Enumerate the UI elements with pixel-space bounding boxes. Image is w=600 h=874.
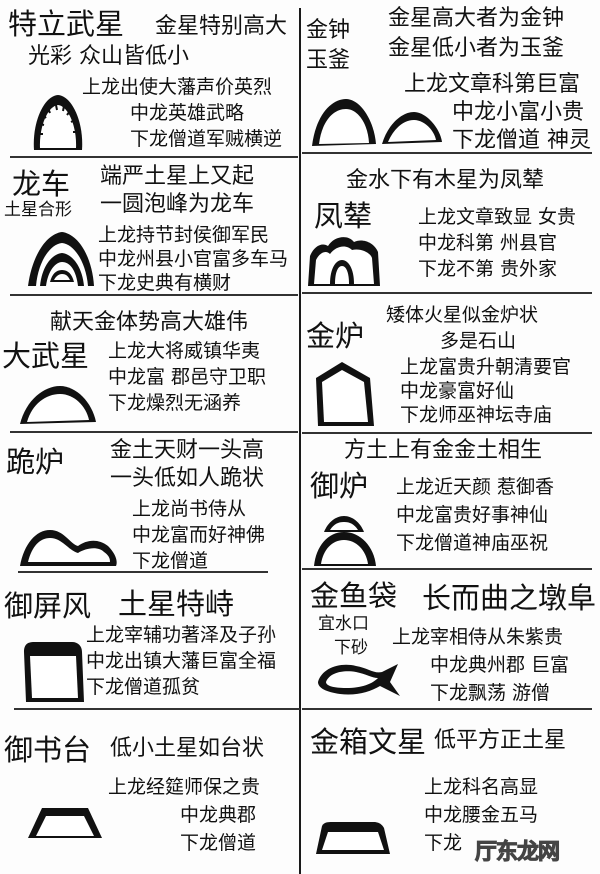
row-divider xyxy=(18,571,268,573)
screen-mountain-icon xyxy=(24,642,84,702)
middle-dragon-line: 中龙富 郡邑守卫职 xyxy=(108,366,267,388)
lower-dragon-line: 下龙僧道孤贫 xyxy=(86,676,201,698)
column-divider xyxy=(299,8,301,874)
upper-dragon-line: 上龙科名高显 xyxy=(424,776,539,798)
upper-dragon-line: 上龙文章致显 女贵 xyxy=(418,206,577,228)
middle-dragon-line: 中龙英雄武略 xyxy=(130,102,245,124)
lower-dragon-line: 下龙僧道军贼横逆 xyxy=(130,128,283,150)
cell-description: 金星低小者为玉釜 xyxy=(388,36,565,61)
middle-dragon-line: 中龙富而好神佛 xyxy=(132,524,266,546)
row-divider xyxy=(302,152,592,154)
cell-description: 金水下有木星为凤辇 xyxy=(346,168,545,193)
cell-title: 御炉 xyxy=(310,469,369,503)
row-divider xyxy=(302,432,592,434)
upper-dragon-line: 上龙文章科第巨富 xyxy=(404,72,581,97)
row-divider xyxy=(10,431,298,433)
cell-title: 玉釜 xyxy=(306,48,351,73)
cell-description: 端严土星上又起 xyxy=(100,164,255,189)
cell-description: 光彩 众山皆低小 xyxy=(28,44,189,69)
cell-title: 龙车 xyxy=(12,167,71,201)
cell-title: 凤辇 xyxy=(314,199,373,233)
cell-title: 特立武星 xyxy=(8,7,125,41)
cell-subtitle: 土星合形 xyxy=(4,200,72,220)
middle-dragon-line: 中龙富贵好事神仙 xyxy=(396,504,549,526)
cell-description: 金星特别高大 xyxy=(155,14,288,39)
twin-arch-mountain-icon xyxy=(312,99,442,146)
cell-description: 多是石山 xyxy=(440,330,517,352)
furnace-mountain-icon xyxy=(316,362,374,426)
row-divider xyxy=(10,156,298,158)
cell-description: 金土天财一头高 xyxy=(110,438,265,463)
upper-dragon-line: 上龙持节封侯御军民 xyxy=(98,224,270,246)
lower-dragon-line: 下龙史典有横财 xyxy=(98,272,232,294)
upper-dragon-line: 上龙宰相侍从朱紫贵 xyxy=(392,626,564,648)
cell-title: 金鱼袋 xyxy=(310,579,398,613)
cell-description: 低小土星如台状 xyxy=(110,736,265,761)
wide-arch-mountain-icon xyxy=(20,386,96,424)
cell-title: 金炉 xyxy=(306,319,365,353)
lower-dragon-line: 下龙 xyxy=(424,832,463,854)
cell-description: 低平方正土星 xyxy=(434,728,567,753)
middle-dragon-line: 中龙典州郡 巨富 xyxy=(430,654,570,676)
cell-title: 御书台 xyxy=(4,733,92,767)
upper-dragon-line: 上龙尚书侍从 xyxy=(132,498,247,520)
upper-dragon-line: 上龙宰辅功著泽及子孙 xyxy=(86,624,277,646)
cell-description: 矮体火星似金炉状 xyxy=(386,304,539,326)
cell-title: 跪炉 xyxy=(6,445,65,479)
cell-title: 御屏风 xyxy=(4,589,92,623)
middle-dragon-line: 中龙典郡 xyxy=(180,804,257,826)
row-divider xyxy=(302,292,592,294)
cell-title: 大武星 xyxy=(2,339,90,373)
upper-dragon-line: 上龙富贵升朝清要官 xyxy=(400,356,572,378)
middle-dragon-line: 中龙出镇大藩巨富全福 xyxy=(86,650,277,672)
row-divider xyxy=(302,568,592,570)
middle-dragon-line: 中龙豪富好仙 xyxy=(400,380,515,402)
middle-dragon-line: 中龙腰金五马 xyxy=(424,804,539,826)
lower-dragon-line: 下龙僧道神庙巫祝 xyxy=(396,532,549,554)
lower-dragon-line: 下龙不第 贵外家 xyxy=(418,258,558,280)
watermark: 厅东龙网 xyxy=(474,840,560,866)
lower-dragon-line: 下龙僧道 神灵 xyxy=(452,128,591,153)
kneeling-mountain-icon xyxy=(20,530,117,566)
cell-description: 一头低如人跪状 xyxy=(110,466,265,491)
lower-dragon-line: 下龙燥烈无涵养 xyxy=(108,392,242,414)
cell-title: 金钟 xyxy=(306,18,351,43)
fish-shaped-hill-icon xyxy=(318,664,400,696)
lower-dragon-line: 下龙师巫神坛寺庙 xyxy=(400,404,553,426)
lower-dragon-line: 下龙僧道 xyxy=(132,550,209,572)
cell-description: 献天金体势高大雄伟 xyxy=(50,310,249,335)
row-divider xyxy=(302,708,592,710)
lower-dragon-line: 下龙僧道 xyxy=(180,832,257,854)
stacked-arch-mountain-icon xyxy=(314,516,376,566)
wavy-top-mountain-icon xyxy=(308,237,380,286)
box-mountain-icon xyxy=(316,822,390,854)
cell-subtitle: 下砂 xyxy=(334,638,368,658)
cell-title: 金箱文星 xyxy=(310,725,427,759)
layered-peak-mountain-icon xyxy=(28,232,94,286)
cell-description: 方土上有金金土相生 xyxy=(344,438,543,463)
upper-dragon-line: 上龙出使大藩声价英烈 xyxy=(82,76,273,98)
upper-dragon-line: 上龙大将威镇华夷 xyxy=(108,340,261,362)
row-divider xyxy=(10,294,298,296)
cell-description: 长而曲之墩阜 xyxy=(422,581,597,615)
middle-dragon-line: 中龙州县小官富多车马 xyxy=(98,248,289,270)
cell-description: 一圆泡峰为龙车 xyxy=(100,192,255,217)
upper-dragon-line: 上龙近天颜 惹御香 xyxy=(396,476,555,498)
platform-mountain-icon xyxy=(28,808,102,838)
upper-dragon-line: 上龙经筵师保之贵 xyxy=(108,776,261,798)
middle-dragon-line: 中龙科第 州县官 xyxy=(418,232,558,254)
tall-arch-mountain-icon xyxy=(33,95,83,150)
cell-description: 土星特峙 xyxy=(118,587,235,621)
cell-subtitle: 宜水口 xyxy=(318,614,369,634)
row-divider xyxy=(14,708,300,710)
middle-dragon-line: 中龙小富小贵 xyxy=(452,100,585,125)
lower-dragon-line: 下龙飘荡 游僧 xyxy=(430,682,551,704)
cell-description: 金星高大者为金钟 xyxy=(388,6,565,31)
